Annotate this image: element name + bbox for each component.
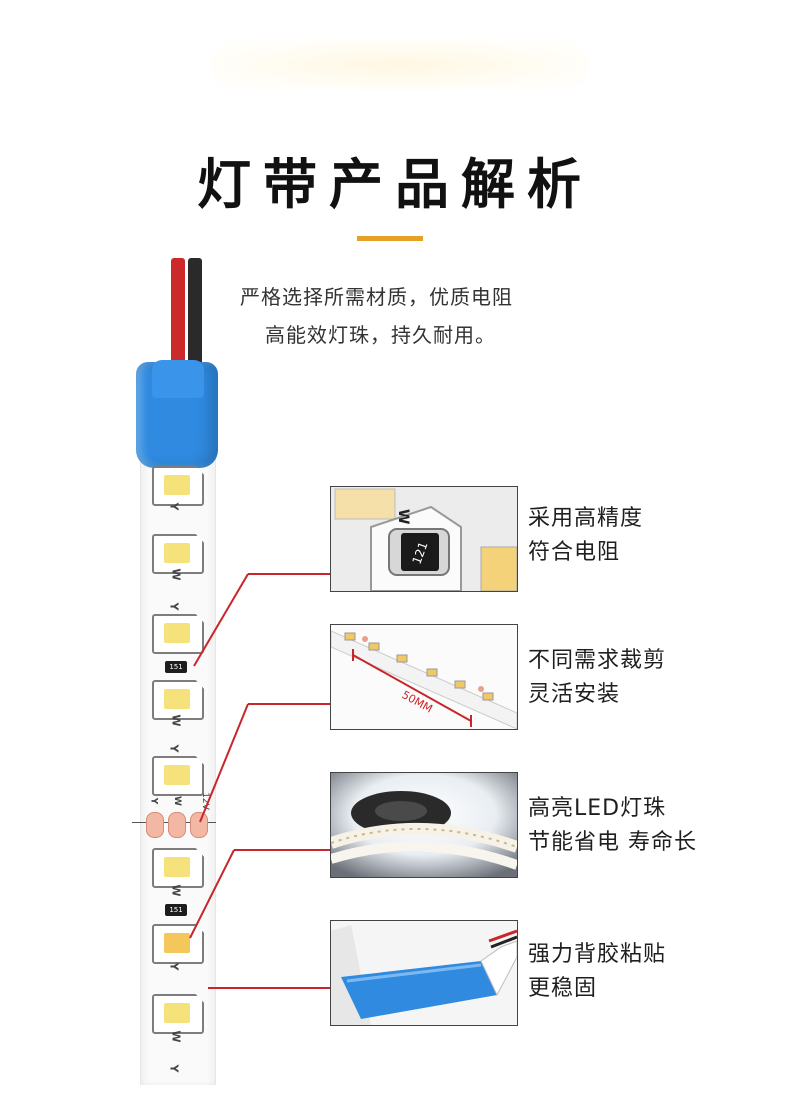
cut-strip-image: 50MM [330, 624, 518, 730]
blue-cap-top [152, 360, 204, 398]
resistor-label: 151 [165, 661, 187, 673]
feature-caption-1: 采用高精度 符合电阻 [528, 502, 643, 570]
resistor-closeup-image: 121 W [330, 486, 518, 592]
feature-3-line1: 高亮LED灯珠 [528, 796, 667, 821]
feature-2-line2: 灵活安装 [528, 682, 621, 707]
feature-caption-2: 不同需求裁剪 灵活安装 [528, 644, 666, 712]
solder-pad [146, 812, 164, 838]
glowing-reel-graphic [331, 773, 517, 877]
feature-1-line2: 符合电阻 [528, 540, 621, 565]
feature-4-line2: 更稳固 [528, 976, 598, 1001]
top-glow-decoration [210, 40, 590, 90]
led-chip [152, 924, 204, 964]
feature-2-line1: 不同需求裁剪 [528, 648, 667, 673]
led-chip [152, 614, 204, 654]
feature-caption-3: 高亮LED灯珠 节能省电 寿命长 [528, 792, 697, 860]
cut-strip-graphic: 50MM [331, 630, 517, 729]
intro-text-line1: 严格选择所需材质，优质电阻 [240, 285, 513, 309]
leader-line [248, 573, 330, 575]
solder-pad [190, 812, 208, 838]
page-title: 灯带产品解析 [197, 153, 593, 216]
feature-1-line1: 采用高精度 [528, 506, 644, 531]
led-chip [152, 534, 204, 574]
leader-line-diag3 [189, 849, 235, 939]
resistor-label: 151 [165, 904, 187, 916]
led-chip [152, 848, 204, 888]
length-label-text: 50MM [400, 688, 435, 715]
solder-pad [168, 812, 186, 838]
led-chip [152, 756, 204, 796]
black-wire [188, 258, 202, 376]
intro-text-line2: 高能效灯珠，持久耐用。 [265, 323, 496, 347]
leader-line-diag2 [199, 703, 249, 823]
led-chip [152, 466, 204, 506]
leader-line-diag1 [193, 573, 249, 667]
glowing-reel-image [330, 772, 518, 878]
red-wire [171, 258, 185, 376]
feature-4-line1: 强力背胶粘贴 [528, 942, 667, 967]
feature-3-line2: 节能省电 寿命长 [528, 830, 697, 855]
led-chip [152, 994, 204, 1034]
title-accent-bar [357, 236, 423, 241]
w-mark-text: W [395, 509, 411, 524]
adhesive-backing-graphic [331, 921, 517, 1025]
feature-caption-4: 强力背胶粘贴 更稳固 [528, 938, 666, 1006]
led-chip [152, 680, 204, 720]
resistor-closeup-graphic: 121 W [331, 487, 517, 591]
adhesive-backing-image [330, 920, 518, 1026]
